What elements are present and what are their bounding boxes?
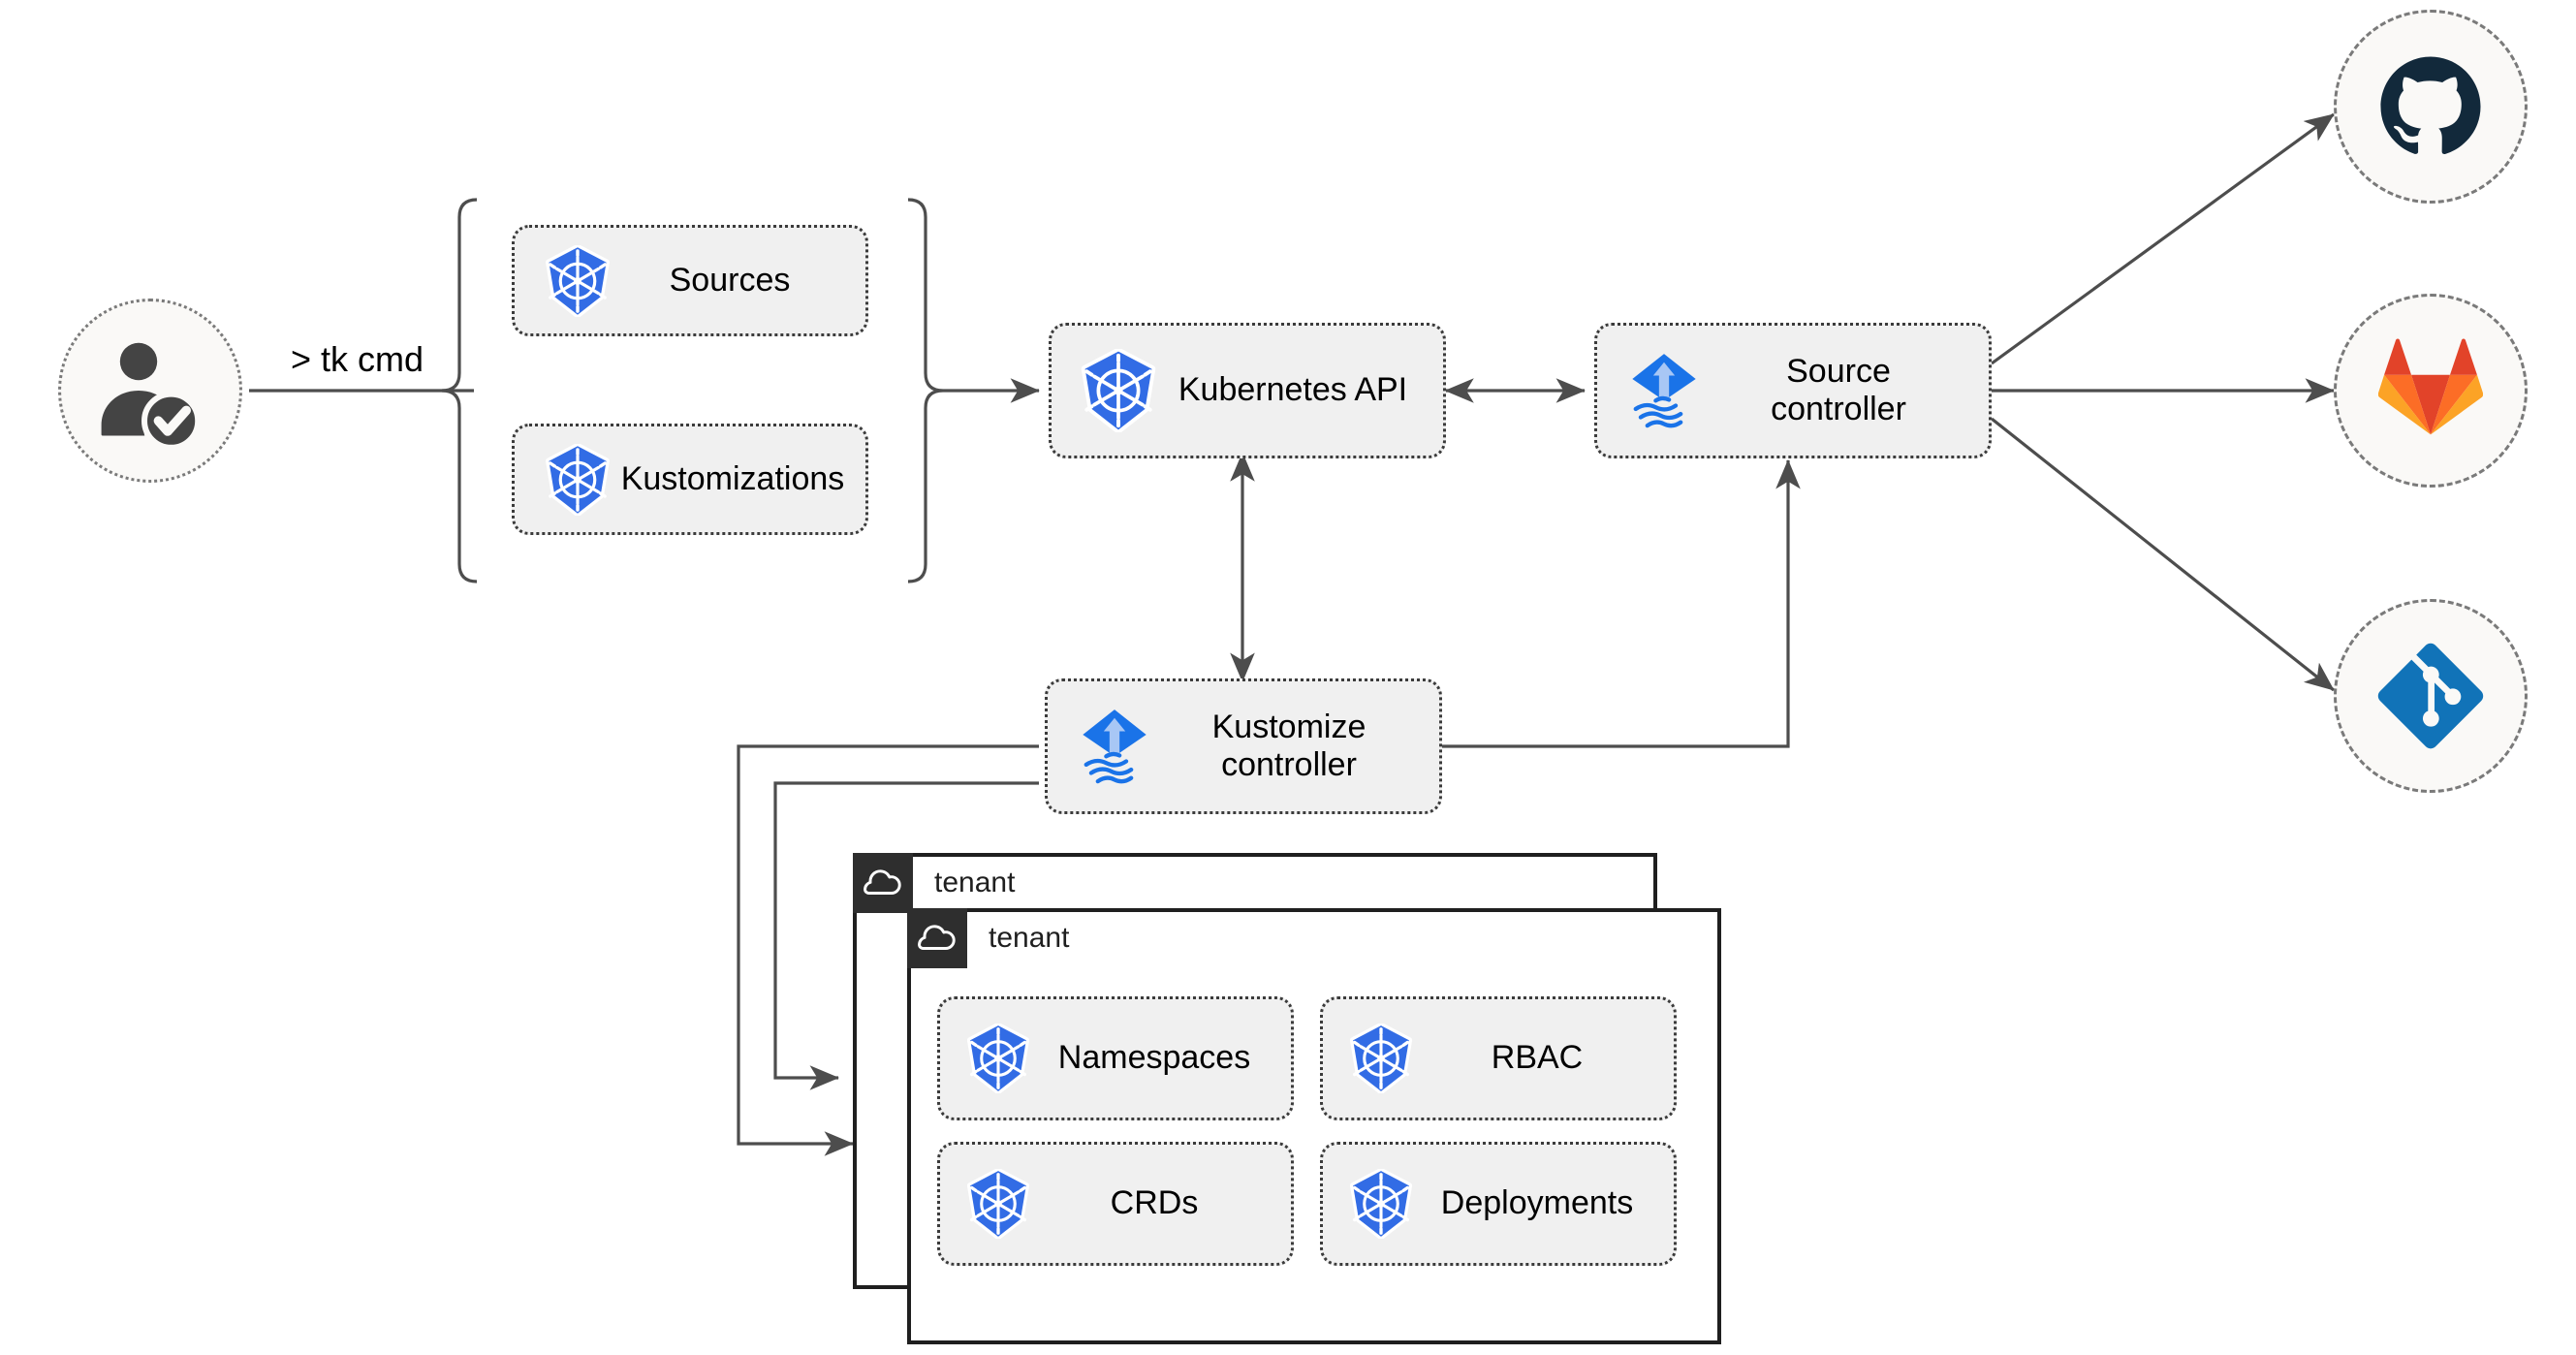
node-gitlab[interactable] [2334, 294, 2528, 488]
node-kustomize-controller-label-line1: Kustomize [1211, 708, 1367, 745]
cloud-icon [853, 853, 913, 913]
kubernetes-icon [1077, 349, 1160, 432]
github-icon [2376, 52, 2485, 161]
command-label: > tk cmd [291, 339, 424, 379]
tenant-window-2[interactable]: tenant Namespaces RBAC CRDs Deployments [907, 908, 1721, 1344]
node-kustomizations-label: Kustomizations [620, 459, 845, 497]
node-deployments[interactable]: Deployments [1320, 1142, 1677, 1266]
flux-icon [1073, 705, 1156, 788]
node-source-controller-label-line1: Source [1786, 352, 1891, 390]
node-source-controller[interactable]: Source controller [1594, 323, 1992, 458]
tenant-2-header: tenant [907, 908, 1069, 968]
node-sources[interactable]: Sources [512, 225, 868, 336]
node-kubernetes-api[interactable]: Kubernetes API [1049, 323, 1446, 458]
kubernetes-icon [542, 444, 613, 516]
node-namespaces-label: Namespaces [1057, 1039, 1251, 1077]
node-rbac-label: RBAC [1491, 1039, 1584, 1077]
kubernetes-icon [1346, 1024, 1416, 1093]
node-kustomizations[interactable]: Kustomizations [512, 424, 868, 535]
tenant-2-label: tenant [989, 922, 1070, 954]
tenant-1-label: tenant [934, 867, 1016, 898]
node-sources-label: Sources [669, 261, 791, 299]
node-deployments-label: Deployments [1440, 1184, 1634, 1222]
flux-icon [1622, 349, 1706, 432]
tenant-1-header: tenant [853, 853, 1015, 913]
node-source-controller-label-line2: controller [1771, 391, 1906, 427]
git-icon [2376, 642, 2485, 750]
node-kustomize-controller-label-line2: controller [1221, 746, 1357, 783]
kubernetes-icon [963, 1024, 1033, 1093]
kubernetes-icon [1346, 1169, 1416, 1239]
cloud-icon [907, 908, 967, 968]
user-verified-icon [92, 332, 208, 449]
node-crds-label: CRDs [1110, 1184, 1199, 1222]
node-kubernetes-api-label: Kubernetes API [1178, 371, 1408, 409]
node-git[interactable] [2334, 599, 2528, 793]
node-namespaces[interactable]: Namespaces [937, 996, 1294, 1120]
kubernetes-icon [542, 245, 613, 317]
kubernetes-icon [963, 1169, 1033, 1239]
node-rbac[interactable]: RBAC [1320, 996, 1677, 1120]
actor-user[interactable] [58, 299, 242, 483]
node-crds[interactable]: CRDs [937, 1142, 1294, 1266]
node-kustomize-controller[interactable]: Kustomize controller [1045, 678, 1442, 814]
gitlab-icon [2378, 338, 2483, 443]
node-github[interactable] [2334, 10, 2528, 204]
